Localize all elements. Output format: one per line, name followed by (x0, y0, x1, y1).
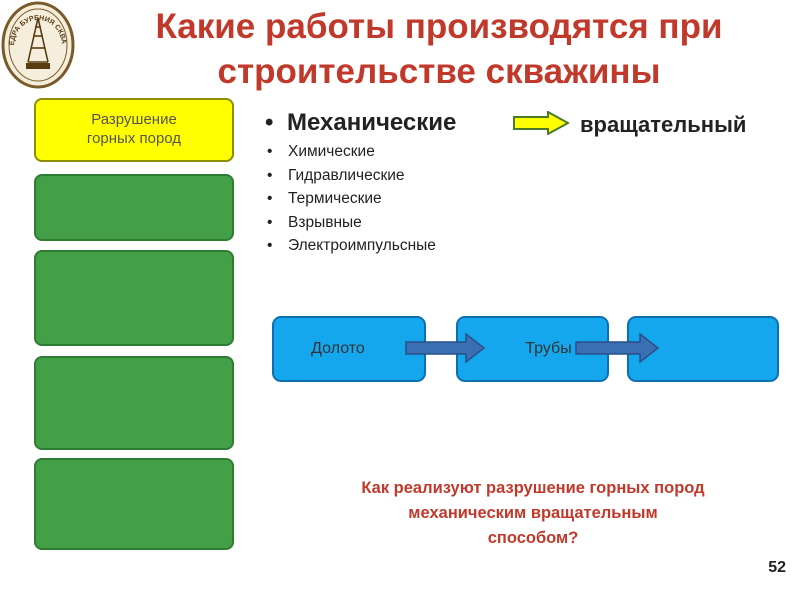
bullet-icon: • (265, 109, 274, 136)
method-item: • Химические (265, 140, 525, 164)
chain-box-bit: Долото (272, 316, 426, 382)
arrow-right-icon (405, 332, 486, 364)
department-logo: КАФЕДРА БУРЕНИЯ СКВАЖИН (0, 0, 75, 89)
rock-destruction-label-line-2: горных пород (86, 130, 182, 147)
arrow-right-icon (575, 332, 660, 364)
bullet-icon: • (267, 143, 273, 160)
green-stage-box-3 (34, 356, 234, 450)
method-item-label: Взрывные (288, 213, 362, 231)
derrick-icon (27, 17, 49, 63)
method-item-label: Гидравлические (288, 166, 405, 184)
slide-title-line-1: Какие работы производятся при (155, 7, 723, 46)
rotary-method-label: вращательный (580, 112, 747, 137)
destruction-methods-list: • Механические • Химические • Гидравлически… (265, 106, 525, 258)
method-item: • Гидравлические (265, 164, 525, 188)
green-stage-box-4 (34, 458, 234, 550)
page-number: 52 (768, 559, 786, 576)
method-item: • Взрывные (265, 211, 525, 235)
rock-destruction-label-line-1: Разрушение (91, 111, 177, 128)
question-line-2: механическим вращательным (408, 504, 658, 522)
arrow-right-icon (513, 111, 570, 135)
question-line-3: способом? (487, 529, 579, 547)
question-line-1: Как реализуют разрушение горных пород (361, 479, 705, 497)
bullet-icon: • (267, 237, 273, 254)
green-stage-box-1 (34, 174, 234, 241)
slide-title-line-2: строительстве скважины (217, 52, 661, 91)
method-item: • Электроимпульсные (265, 234, 525, 258)
chain-box-empty (627, 316, 779, 382)
method-item-label: Термические (288, 190, 382, 207)
question-text: Как реализуют разрушение горных пород ме… (290, 476, 776, 551)
method-item-label: Электроимпульсные (288, 237, 436, 254)
bullet-icon: • (267, 190, 273, 207)
method-item: • Термические (265, 187, 525, 211)
chain-box-bit-label: Долото (311, 340, 365, 357)
slide-title: Какие работы производятся при строительс… (78, 4, 800, 94)
method-item-label: Химические (288, 143, 375, 160)
method-mechanical-label: Механические (287, 109, 457, 136)
bullet-icon: • (267, 213, 273, 231)
method-mechanical: • Механические (265, 106, 525, 140)
bullet-icon: • (267, 166, 273, 184)
rock-destruction-box: Разрушение горных пород (34, 98, 234, 162)
green-stage-box-2 (34, 250, 234, 346)
chain-box-pipes-label: Трубы (525, 340, 572, 357)
